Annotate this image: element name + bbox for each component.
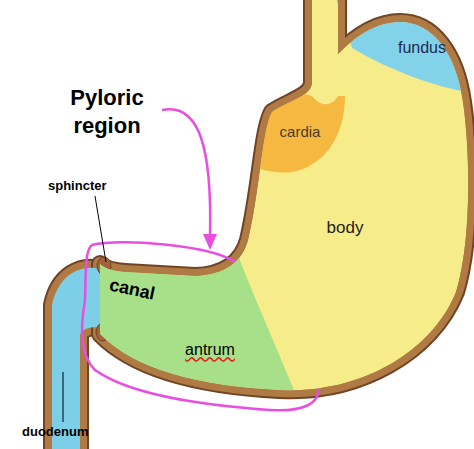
region-fill <box>80 240 298 400</box>
fundus-region: fundus <box>330 10 474 105</box>
duodenum-wall <box>52 268 104 449</box>
region-label: cardia <box>280 124 321 141</box>
leader-line <box>95 196 106 262</box>
region-label: antrum <box>185 341 235 359</box>
region-label: body <box>327 219 364 238</box>
part-label: sphincter <box>48 178 138 194</box>
part-label: duodenum <box>22 424 112 440</box>
duodenum-lumen <box>52 268 104 449</box>
sphincter-muscle <box>96 323 110 341</box>
pointer-arrow <box>162 109 210 236</box>
pyloric-outline <box>82 242 318 410</box>
region-shape <box>80 240 305 405</box>
pyloric-region: canalantrum <box>80 240 305 405</box>
pointer-arrowhead <box>203 234 217 250</box>
leader-line <box>63 372 64 422</box>
region-callout: Pyloric region <box>42 84 172 140</box>
cardia-region: cardia <box>250 80 350 176</box>
esophagus-lumen <box>312 0 338 104</box>
region-shape <box>330 10 474 105</box>
sphincter-muscle <box>97 257 111 275</box>
region-label: fundus <box>398 39 446 57</box>
duodenum-wall-edge <box>52 268 104 449</box>
